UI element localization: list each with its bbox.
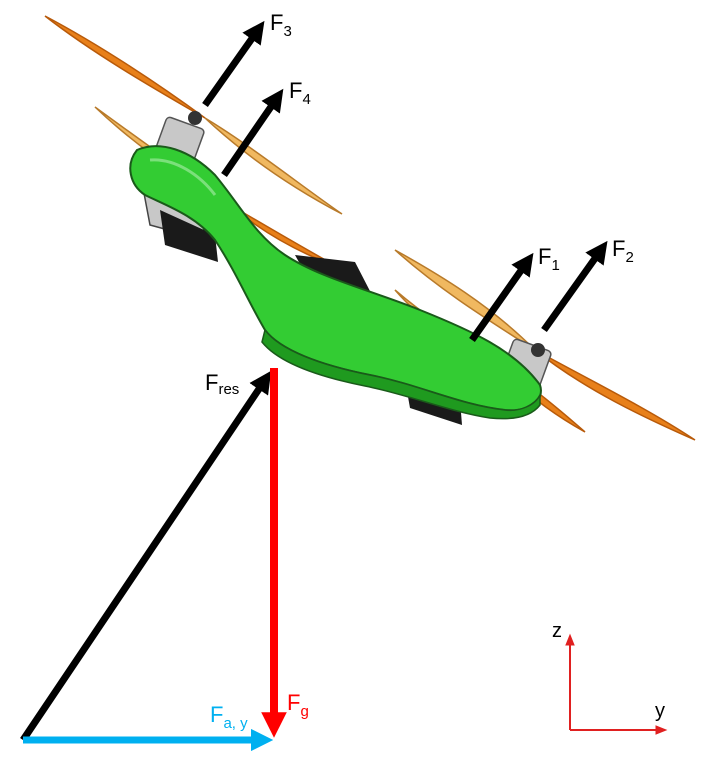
z-axis-label: z [552,620,562,642]
label-f3: F3 [270,10,292,40]
quadcopter [44,15,696,441]
drone-body [129,145,542,420]
force-f1-arrow [469,252,534,343]
label-fres: Fres [205,370,239,398]
hub-back-left [188,111,202,125]
coordinate-axes: z y [552,620,668,735]
force-fres-arrow [20,370,272,742]
y-axis-label: y [655,700,665,722]
label-fay: Fa, y [210,702,248,732]
label-fg: Fg [287,690,309,720]
force-f2-arrow [541,240,608,333]
force-f3-arrow [202,20,265,108]
force-f4-arrow [221,88,284,177]
propeller-right-front [394,249,696,441]
label-f1: F1 [538,244,560,274]
hub-right [531,343,545,357]
label-f2: F2 [612,236,634,266]
label-f4: F4 [289,78,311,108]
